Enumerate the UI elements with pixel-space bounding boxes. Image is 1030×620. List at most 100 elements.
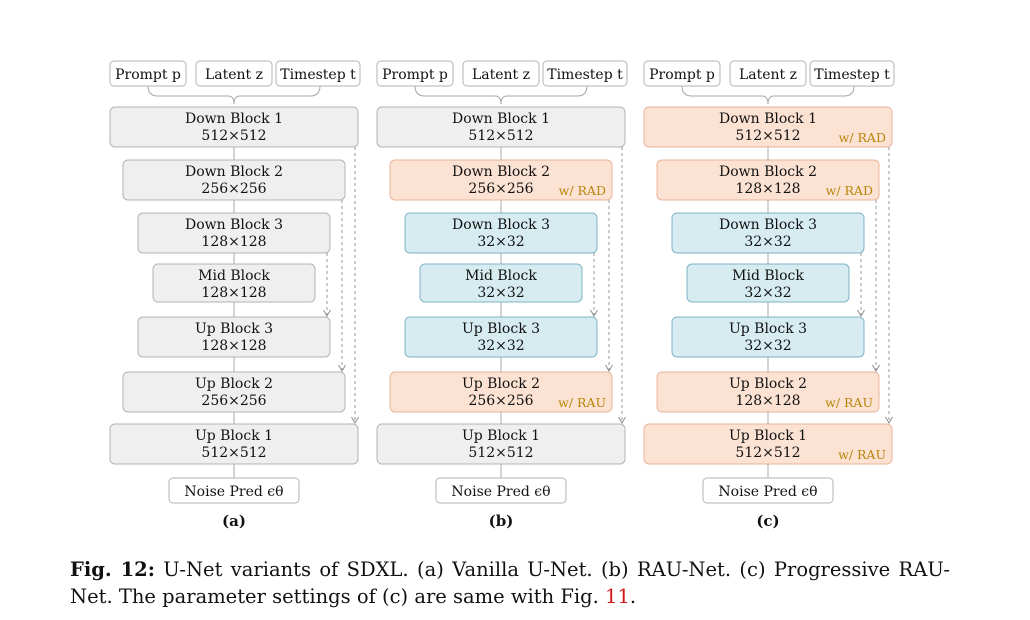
mid-res-2: 32×32: [744, 285, 791, 301]
down3-box-0: [137, 212, 331, 254]
output-label-2: Noise Pred ϵθ: [718, 484, 817, 500]
skip-arrowhead-1-2: [590, 309, 598, 317]
up2-name-1: Up Block 2: [462, 376, 540, 392]
output-label-0: Noise Pred ϵθ: [184, 484, 283, 500]
down1-name-0: Down Block 1: [185, 111, 283, 127]
up2-name-0: Up Block 2: [195, 376, 273, 392]
up1-tag-2: w/ RAU: [838, 447, 886, 462]
mid-box-1: [419, 263, 583, 303]
mid-name-0: Mid Block: [198, 268, 270, 284]
input-brace-1: [414, 85, 588, 105]
up1-name-2: Up Block 1: [729, 428, 807, 444]
input-label-2-2: Timestep t: [814, 67, 890, 83]
up2-tag-2: w/ RAU: [825, 395, 873, 410]
down2-res-2: 128×128: [735, 181, 800, 197]
down1-box-0: [109, 106, 359, 148]
up3-name-1: Up Block 3: [462, 321, 540, 337]
panel-label-1: (b): [489, 512, 514, 530]
up1-box-2: [643, 423, 893, 465]
mid-name-2: Mid Block: [732, 268, 804, 284]
up1-box-1: [376, 423, 626, 465]
mid-res-1: 32×32: [477, 285, 524, 301]
up1-name-1: Up Block 1: [462, 428, 540, 444]
input-box-1-2: [542, 60, 628, 87]
caption-prefix: Fig. 12:: [70, 558, 155, 581]
up1-res-1: 512×512: [468, 445, 533, 461]
up2-res-0: 256×256: [201, 393, 266, 409]
input-box-2-2: [809, 60, 895, 87]
up2-box-0: [122, 371, 346, 413]
input-box-1-1: [462, 60, 540, 87]
input-box-0-1: [195, 60, 273, 87]
skip-arrowhead-2-2: [857, 309, 865, 317]
down2-name-0: Down Block 2: [185, 164, 283, 180]
down1-box-2: [643, 106, 893, 148]
up3-res-2: 32×32: [744, 338, 791, 354]
caption-text: U-Net variants of SDXL. (a) Vanilla U-Ne…: [70, 558, 951, 608]
down1-res-1: 512×512: [468, 128, 533, 144]
down3-box-1: [404, 212, 598, 254]
caption-suffix: .: [629, 585, 637, 608]
input-label-1-0: Prompt p: [382, 67, 448, 83]
down1-res-2: 512×512: [735, 128, 800, 144]
down1-name-1: Down Block 1: [452, 111, 550, 127]
down1-tag-2: w/ RAD: [839, 130, 886, 145]
down3-name-2: Down Block 3: [719, 217, 817, 233]
down1-name-2: Down Block 1: [719, 111, 817, 127]
down2-box-1: [389, 159, 613, 201]
up2-name-2: Up Block 2: [729, 376, 807, 392]
up2-box-2: [656, 371, 880, 413]
skip-arrowhead-1-0: [618, 416, 626, 424]
down2-name-2: Down Block 2: [719, 164, 817, 180]
input-label-2-1: Latent z: [739, 67, 797, 83]
skip-arrowhead-1-1: [605, 364, 613, 372]
up3-name-0: Up Block 3: [195, 321, 273, 337]
down2-tag-2: w/ RAD: [826, 183, 873, 198]
down3-res-1: 32×32: [477, 234, 524, 250]
down3-res-0: 128×128: [201, 234, 266, 250]
input-label-1-2: Timestep t: [547, 67, 623, 83]
input-brace-0: [147, 85, 321, 105]
skip-arrowhead-0-2: [323, 309, 331, 317]
up1-res-0: 512×512: [201, 445, 266, 461]
input-box-2-1: [729, 60, 807, 87]
input-label-0-0: Prompt p: [115, 67, 181, 83]
output-box-2: [702, 477, 834, 504]
up3-box-0: [137, 316, 331, 358]
up3-box-1: [404, 316, 598, 358]
up1-box-0: [109, 423, 359, 465]
skip-arrowhead-2-0: [885, 416, 893, 424]
up2-tag-1: w/ RAU: [558, 395, 606, 410]
mid-box-0: [152, 263, 316, 303]
input-brace-2: [681, 85, 855, 105]
panel-label-0: (a): [222, 512, 246, 530]
up3-name-2: Up Block 3: [729, 321, 807, 337]
caption-figure-ref: 11: [605, 585, 630, 608]
up2-res-2: 128×128: [735, 393, 800, 409]
down2-box-0: [122, 159, 346, 201]
down3-box-2: [671, 212, 865, 254]
down3-res-2: 32×32: [744, 234, 791, 250]
mid-name-1: Mid Block: [465, 268, 537, 284]
down2-res-0: 256×256: [201, 181, 266, 197]
down2-box-2: [656, 159, 880, 201]
mid-res-0: 128×128: [201, 285, 266, 301]
input-box-0-2: [275, 60, 361, 87]
input-label-2-0: Prompt p: [649, 67, 715, 83]
input-label-0-1: Latent z: [205, 67, 263, 83]
output-label-1: Noise Pred ϵθ: [451, 484, 550, 500]
down2-tag-1: w/ RAD: [559, 183, 606, 198]
figure-caption: Fig. 12: U-Net variants of SDXL. (a) Van…: [70, 556, 950, 610]
input-label-0-2: Timestep t: [280, 67, 356, 83]
output-box-0: [168, 477, 300, 504]
mid-box-2: [686, 263, 850, 303]
down1-box-1: [376, 106, 626, 148]
skip-arrowhead-0-1: [338, 364, 346, 372]
up3-res-0: 128×128: [201, 338, 266, 354]
up3-res-1: 32×32: [477, 338, 524, 354]
down3-name-1: Down Block 3: [452, 217, 550, 233]
down2-res-1: 256×256: [468, 181, 533, 197]
down2-name-1: Down Block 2: [452, 164, 550, 180]
output-box-1: [435, 477, 567, 504]
panel-label-2: (c): [756, 512, 779, 530]
